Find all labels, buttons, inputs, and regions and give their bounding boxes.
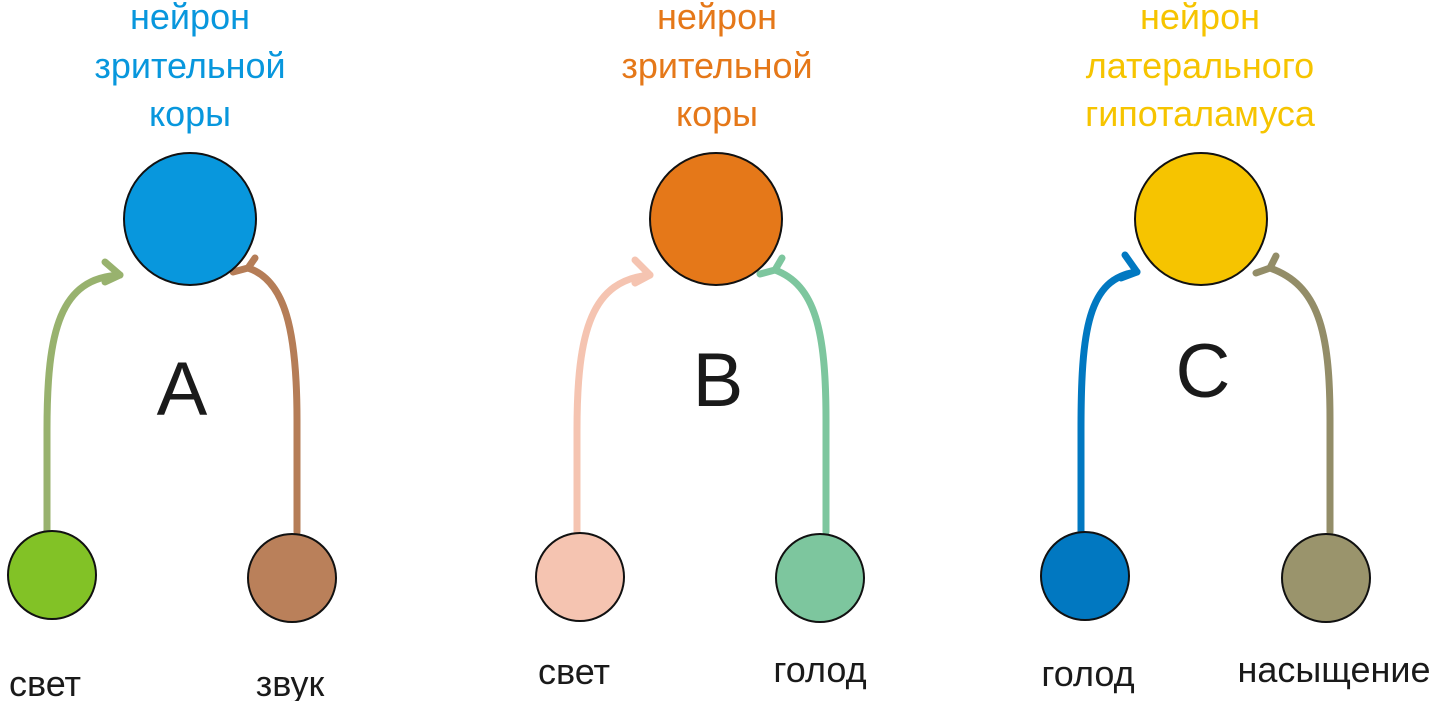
input-label: звук (256, 663, 325, 701)
panel-letter: A (157, 347, 208, 432)
synapse-terminal (101, 258, 124, 286)
input-neuron (7, 530, 97, 620)
synapse-terminal (756, 254, 786, 278)
neuron-title-line: гипоталамуса (1085, 93, 1316, 134)
input-label: голод (1041, 653, 1134, 694)
panel-letter: C (1176, 329, 1231, 414)
input-axon (573, 271, 654, 536)
synapse-terminal (1117, 251, 1141, 282)
input-neuron (775, 533, 865, 623)
input-axon (771, 266, 830, 536)
panel-c: нейрон латерального гипоталамуса C голод… (1040, 0, 1431, 694)
input-neuron (535, 532, 625, 622)
neuron-title-line: коры (149, 93, 231, 134)
input-label: свет (538, 651, 610, 692)
target-neuron (1134, 152, 1268, 286)
input-axon (1077, 268, 1141, 536)
synapse-terminal (631, 256, 654, 287)
input-label: свет (9, 663, 81, 701)
input-axon (1266, 264, 1334, 536)
neuron-title-line: нейрон (1140, 0, 1260, 37)
input-label: насыщение (1237, 649, 1430, 690)
panel-letter: B (693, 338, 744, 423)
neuron-title-line: коры (676, 93, 758, 134)
target-neuron (649, 152, 783, 286)
input-label: голод (773, 649, 866, 690)
neuron-title-line: латерального (1086, 45, 1314, 86)
synapse-terminal (229, 254, 259, 276)
panel-a: нейрон зрительной коры A свет звук (7, 0, 337, 701)
input-neuron (1281, 533, 1371, 623)
neuron-title-line: нейрон (657, 0, 777, 37)
panel-b: нейрон зрительной коры B свет голод (535, 0, 867, 692)
target-neuron (123, 152, 257, 286)
neuron-title-line: нейрон (130, 0, 250, 37)
input-neuron (1040, 531, 1130, 621)
neuron-title-line: зрительной (621, 45, 812, 86)
input-axon (244, 264, 301, 536)
input-neuron (247, 533, 337, 623)
input-axon (43, 271, 124, 536)
neuron-title-line: зрительной (94, 45, 285, 86)
synapse-terminal (1252, 252, 1280, 277)
